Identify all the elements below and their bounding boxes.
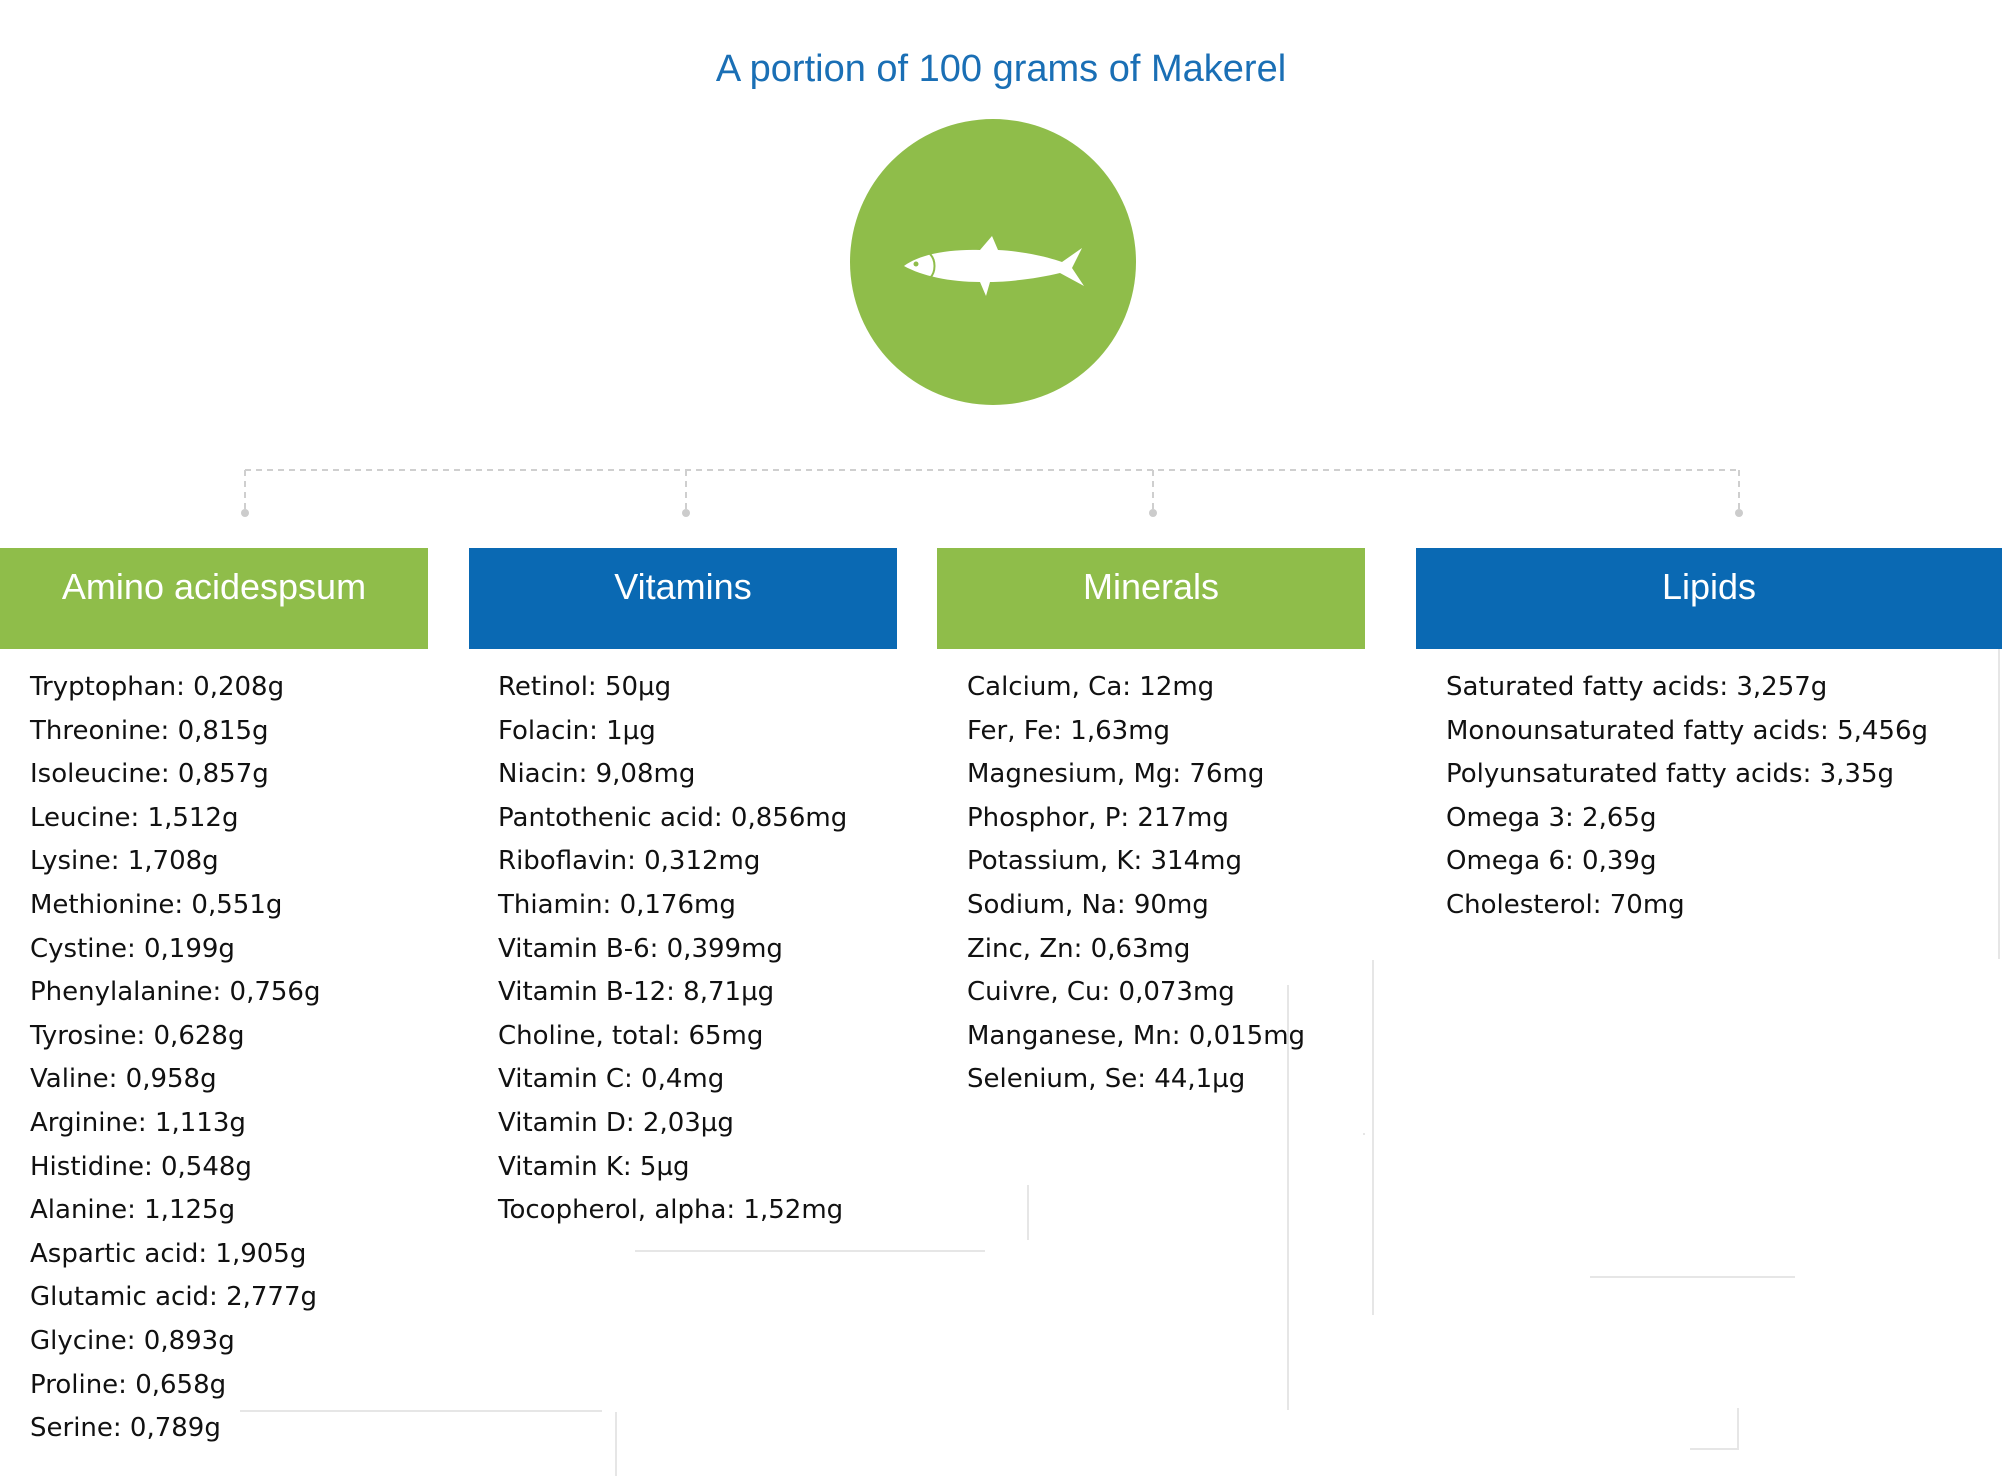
list-item: Thiamin: 0,176mg	[498, 889, 736, 920]
connector-lines	[241, 469, 1743, 517]
divider	[615, 1412, 617, 1476]
list-item: Cuivre, Cu: 0,073mg	[967, 977, 1235, 1008]
list-item: Selenium, Se: 44,1µg	[967, 1064, 1246, 1095]
list-item: Polyunsaturated fatty acids: 3,35g	[1446, 759, 1895, 790]
list-item: Niacin: 9,08mg	[498, 759, 696, 790]
divider	[1372, 960, 1374, 1315]
list-item: Potassium, K: 314mg	[967, 846, 1242, 877]
list-item: Zinc, Zn: 0,63mg	[967, 933, 1191, 964]
list-item: Isoleucine: 0,857g	[30, 759, 269, 790]
page-title: A portion of 100 grams of Makerel	[715, 48, 1287, 90]
list-item: Magnesium, Mg: 76mg	[967, 759, 1265, 790]
lipids-header: Lipids	[1416, 548, 2002, 649]
list-item: Riboflavin: 0,312mg	[498, 846, 761, 877]
minerals-header: Minerals	[937, 548, 1365, 649]
list-item: Vitamin K: 5µg	[498, 1151, 690, 1182]
list-item: Saturated fatty acids: 3,257g	[1446, 672, 1828, 702]
list-item: Tryptophan: 0,208g	[30, 672, 285, 702]
vitamins-list: Retinol: 50µg Folacin: 1µg Niacin: 9,08m…	[498, 666, 847, 1233]
list-item: Cholesterol: 70mg	[1446, 889, 1685, 920]
list-item: Phosphor, P: 217mg	[967, 802, 1229, 833]
list-item: Omega 3: 2,65g	[1446, 802, 1657, 833]
list-item: Choline, total: 65mg	[498, 1020, 764, 1051]
list-item: Phenylalanine: 0,756g	[30, 977, 321, 1008]
list-item: Folacin: 1µg	[498, 715, 656, 746]
list-item: Proline: 0,658g	[30, 1369, 227, 1400]
list-item: Calcium, Ca: 12mg	[967, 672, 1215, 702]
list-item: Vitamin D: 2,03µg	[498, 1107, 734, 1138]
divider	[1998, 649, 2000, 959]
list-item: Vitamin C: 0,4mg	[498, 1064, 725, 1095]
divider	[1737, 1408, 1739, 1450]
list-item: Valine: 0,958g	[30, 1064, 217, 1095]
amino-acids-list: Tryptophan: 0,208g Threonine: 0,815g Iso…	[30, 666, 320, 1451]
list-item: Tyrosine: 0,628g	[30, 1020, 245, 1051]
divider	[1287, 985, 1289, 1410]
divider	[1027, 1185, 1029, 1240]
list-item: Vitamin B-6: 0,399mg	[498, 933, 783, 964]
fish-badge	[850, 119, 1136, 405]
list-item: Threonine: 0,815g	[30, 715, 269, 746]
list-item: Tocopherol, alpha: 1,52mg	[498, 1195, 844, 1226]
list-item: Histidine: 0,548g	[30, 1151, 252, 1182]
lipids-list: Saturated fatty acids: 3,257g Monounsatu…	[1446, 666, 1928, 928]
list-item: Alanine: 1,125g	[30, 1195, 236, 1226]
list-item: Aspartic acid: 1,905g	[30, 1238, 307, 1269]
list-item: Lysine: 1,708g	[30, 846, 219, 877]
list-item: Fer, Fe: 1,63mg	[967, 715, 1171, 746]
list-item: Serine: 0,789g	[30, 1413, 221, 1444]
divider	[1590, 1276, 1795, 1278]
list-item: Arginine: 1,113g	[30, 1107, 246, 1138]
fish-icon	[904, 236, 1084, 296]
divider	[1690, 1448, 1739, 1450]
list-item: Sodium, Na: 90mg	[967, 889, 1209, 920]
list-item: Leucine: 1,512g	[30, 802, 239, 833]
list-item: Pantothenic acid: 0,856mg	[498, 802, 848, 833]
divider	[240, 1410, 602, 1412]
list-item: Vitamin B-12: 8,71µg	[498, 977, 775, 1008]
list-item: Monounsaturated fatty acids: 5,456g	[1446, 715, 1929, 746]
list-item: Manganese, Mn: 0,015mg	[967, 1020, 1306, 1051]
divider	[635, 1250, 985, 1252]
list-item: Glycine: 0,893g	[30, 1325, 235, 1356]
divider	[1363, 1133, 1365, 1135]
list-item: Retinol: 50µg	[498, 672, 672, 702]
vitamins-header: Vitamins	[469, 548, 897, 649]
list-item: Cystine: 0,199g	[30, 933, 235, 964]
amino-acids-header: Amino acidespsum	[0, 548, 428, 649]
list-item: Methionine: 0,551g	[30, 889, 283, 920]
list-item: Omega 6: 0,39g	[1446, 846, 1657, 877]
minerals-list: Calcium, Ca: 12mg Fer, Fe: 1,63mg Magnes…	[967, 666, 1305, 1102]
list-item: Glutamic acid: 2,777g	[30, 1282, 318, 1313]
